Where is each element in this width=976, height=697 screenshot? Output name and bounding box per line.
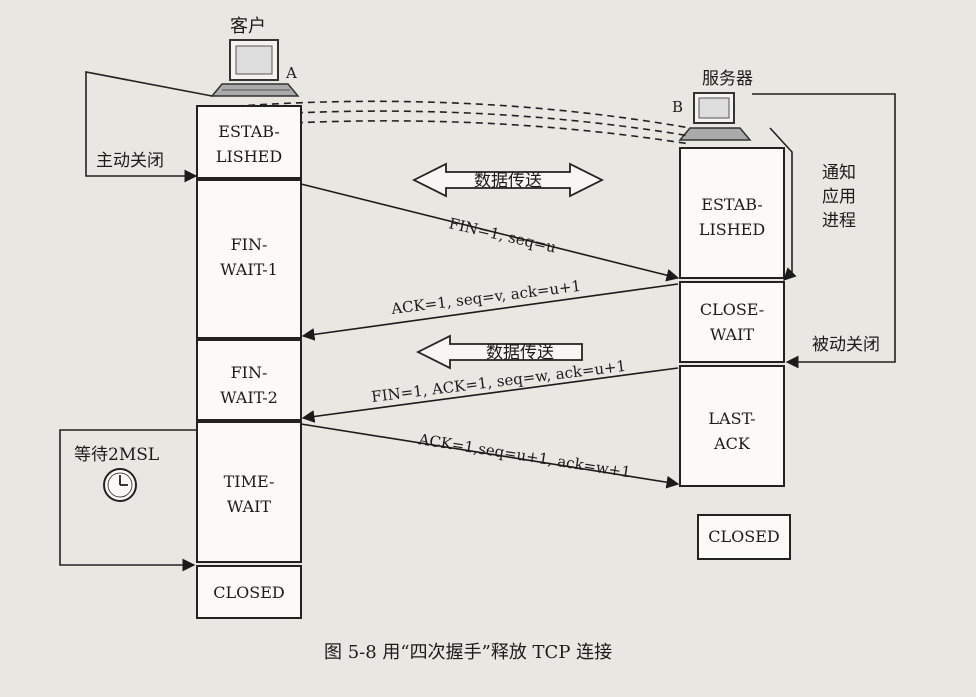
notify-app-line1: 通知: [822, 163, 856, 183]
right-established-line2: LISHED: [699, 220, 765, 239]
left-fin-wait-2-line2: WAIT-2: [220, 388, 278, 407]
client-computer-icon: [210, 39, 300, 97]
wait-2msl-label: 等待2MSL: [74, 445, 159, 465]
passive-close-label: 被动关闭: [812, 335, 880, 355]
left-established-line1: ESTAB-: [218, 122, 279, 141]
right-established-box: [679, 147, 785, 279]
right-close-wait-line2: WAIT: [710, 325, 755, 344]
message-fin-label: FIN=1, seq=u: [447, 214, 558, 256]
client-letter: A: [285, 64, 297, 82]
right-last-ack-box: [679, 365, 785, 487]
right-close-wait-line1: CLOSE-: [700, 300, 764, 319]
active-close-arrow: [85, 71, 213, 183]
wait-2msl-arrow: [59, 429, 197, 572]
left-closed-label: CLOSED: [213, 583, 284, 602]
notify-app-line2: 应用: [822, 187, 856, 207]
left-time-wait-line1: TIME-: [224, 472, 275, 491]
left-fin-wait-1-line1: FIN-: [231, 235, 268, 254]
client-label: 客户: [230, 16, 266, 37]
data-transfer-left-arrow: [415, 334, 583, 370]
left-time-wait-line2: WAIT: [227, 497, 272, 516]
right-close-wait-box: [679, 281, 785, 363]
server-letter: B: [672, 98, 683, 116]
figure-caption: 图 5-8 用“四次握手”释放 TCP 连接: [324, 642, 612, 663]
right-closed-box: [697, 514, 791, 560]
data-transfer-label-middle: 数据传送: [486, 343, 554, 363]
message-fin-arrow: [300, 183, 680, 282]
server-computer-icon: [678, 92, 752, 141]
passive-close-arrow: [752, 93, 896, 369]
right-last-ack-line2: ACK: [713, 434, 751, 453]
clock-icon: [103, 468, 137, 502]
left-established-box: [196, 105, 302, 179]
left-time-wait-box: [196, 421, 302, 563]
data-transfer-double-arrow: [411, 162, 605, 198]
left-fin-wait-2-line1: FIN-: [231, 363, 268, 382]
message-fin-ack-arrow: [301, 367, 679, 423]
message-final-ack-label: ACK=1,seq=u+1, ack=w+1: [416, 430, 632, 481]
right-closed-label: CLOSED: [708, 527, 779, 546]
left-fin-wait-1-line2: WAIT-1: [220, 260, 278, 279]
left-established-line2: LISHED: [216, 147, 282, 166]
connection-dashed-lines: [211, 100, 691, 145]
left-closed-box: [196, 565, 302, 619]
right-established-line1: ESTAB-: [701, 195, 762, 214]
message-fin-ack-label: FIN=1, ACK=1, seq=w, ack=u+1: [370, 357, 627, 406]
left-fin-wait-1-box: [196, 179, 302, 339]
left-fin-wait-2-box: [196, 339, 302, 421]
notify-app-line3: 进程: [822, 211, 856, 231]
server-label: 服务器: [702, 69, 753, 89]
right-last-ack-line1: LAST-: [708, 409, 755, 428]
notify-app-arrow: [769, 127, 797, 281]
data-transfer-label-top: 数据传送: [474, 171, 542, 191]
message-final-ack-arrow: [300, 423, 680, 489]
message-ack-arrow: [301, 283, 679, 341]
message-ack-label: ACK=1, seq=v, ack=u+1: [389, 277, 582, 318]
active-close-label: 主动关闭: [96, 151, 164, 171]
